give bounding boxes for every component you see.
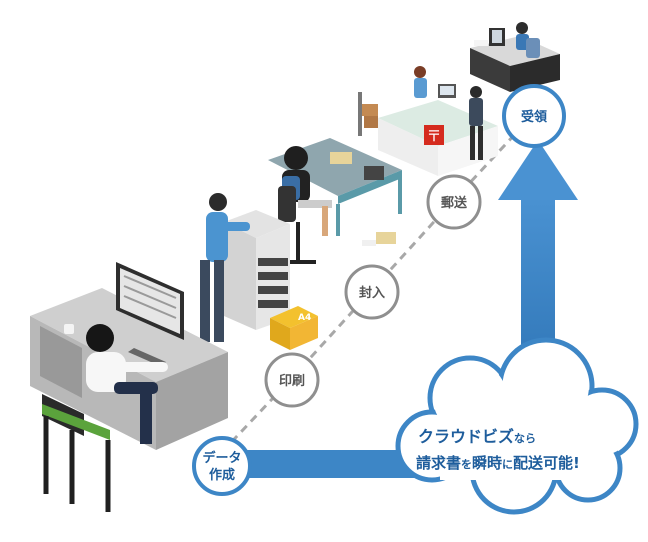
- callout-line2: 請求書を瞬時に配送可能!: [416, 454, 580, 472]
- step-enclosing: 封入: [344, 264, 400, 320]
- step-printing: 印刷: [264, 352, 320, 408]
- printing-station-illustration: A4: [200, 193, 318, 350]
- callout-line1: クラウドビズなら: [418, 427, 536, 446]
- enclosing-desk-illustration: [268, 138, 402, 264]
- step-data-creation: データ 作成: [192, 436, 252, 496]
- step-mailing: 郵送: [426, 174, 482, 230]
- step-data-creation-line1: データ: [202, 450, 241, 466]
- data-entry-desk-illustration: [30, 262, 228, 512]
- step-enclosing-label: 封入: [359, 285, 385, 301]
- step-receipt: 受領: [502, 84, 566, 148]
- step-printing-label: 印刷: [279, 374, 305, 389]
- reception-desk-illustration: [470, 22, 560, 92]
- step-mailing-label: 郵送: [441, 195, 468, 211]
- paper-label: A4: [298, 313, 311, 323]
- post-office-illustration: 〒: [358, 66, 498, 176]
- step-receipt-label: 受領: [521, 109, 548, 125]
- step-data-creation-line2: 作成: [209, 467, 235, 483]
- post-mark-icon: 〒: [426, 127, 441, 145]
- cloud-callout: クラウドビズなら 請求書を瞬時に配送可能!: [395, 337, 639, 515]
